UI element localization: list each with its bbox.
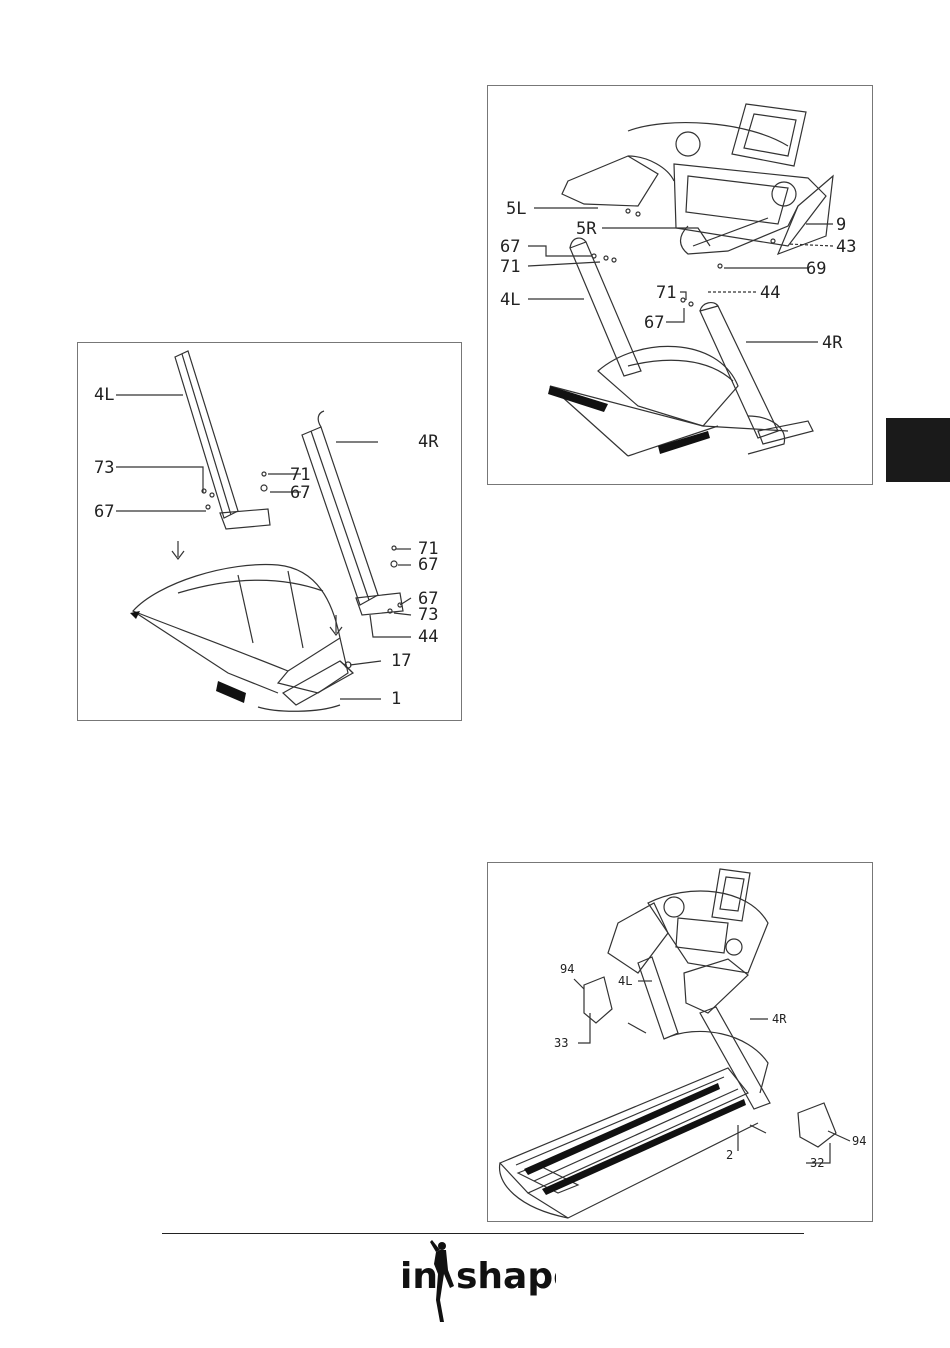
brand-logo: in shape (396, 1240, 556, 1324)
label-44: 44 (760, 283, 780, 303)
label-33: 33 (554, 1036, 568, 1050)
label-17: 17 (391, 651, 411, 671)
label-71-left: 71 (500, 257, 520, 277)
label-71-right: 71 (656, 283, 676, 303)
label-2: 2 (726, 1148, 733, 1162)
label-5r: 5R (576, 219, 597, 239)
label-73-lower: 73 (418, 605, 438, 625)
label-67-lower-a: 67 (418, 555, 438, 575)
label-67-right: 67 (644, 313, 664, 333)
label-73-left: 73 (94, 458, 114, 478)
figure-uprights-assembly: 4L 4R 73 67 71 67 71 67 67 73 44 17 1 (77, 342, 462, 721)
figure-console-assembly: 5L 5R 9 43 67 71 4L 71 44 67 4R 69 (487, 85, 873, 485)
label-1: 1 (391, 689, 401, 709)
label-67-left: 67 (500, 237, 520, 257)
label-4r: 4R (418, 432, 439, 452)
label-4l: 4L (618, 974, 632, 988)
footer-divider (162, 1233, 804, 1234)
label-94-left: 94 (560, 962, 574, 976)
label-4l: 4L (500, 290, 520, 310)
label-4r: 4R (822, 333, 843, 353)
figure-uprights-drawing: 4L 4R 73 67 71 67 71 67 67 73 44 17 1 (78, 343, 463, 722)
label-43: 43 (836, 237, 856, 257)
label-71-upper: 71 (290, 465, 310, 485)
figure-console-drawing: 5L 5R 9 43 67 71 4L 71 44 67 4R 69 (488, 86, 874, 486)
logo-text-suffix: shape (456, 1256, 556, 1297)
label-94-right: 94 (852, 1134, 866, 1148)
label-44: 44 (418, 627, 438, 647)
figure-covers-assembly: 94 4L 33 4R 2 32 94 (487, 862, 873, 1222)
label-67-left: 67 (94, 502, 114, 522)
figure-covers-drawing: 94 4L 33 4R 2 32 94 (488, 863, 874, 1223)
logo-text-prefix: in (400, 1256, 438, 1297)
label-4l: 4L (94, 385, 114, 405)
label-4r: 4R (772, 1012, 787, 1026)
label-32: 32 (810, 1156, 824, 1170)
chapter-tab (886, 418, 950, 482)
label-5l: 5L (506, 199, 526, 219)
label-69: 69 (806, 259, 826, 279)
label-67-upper: 67 (290, 483, 310, 503)
label-9: 9 (836, 215, 846, 235)
